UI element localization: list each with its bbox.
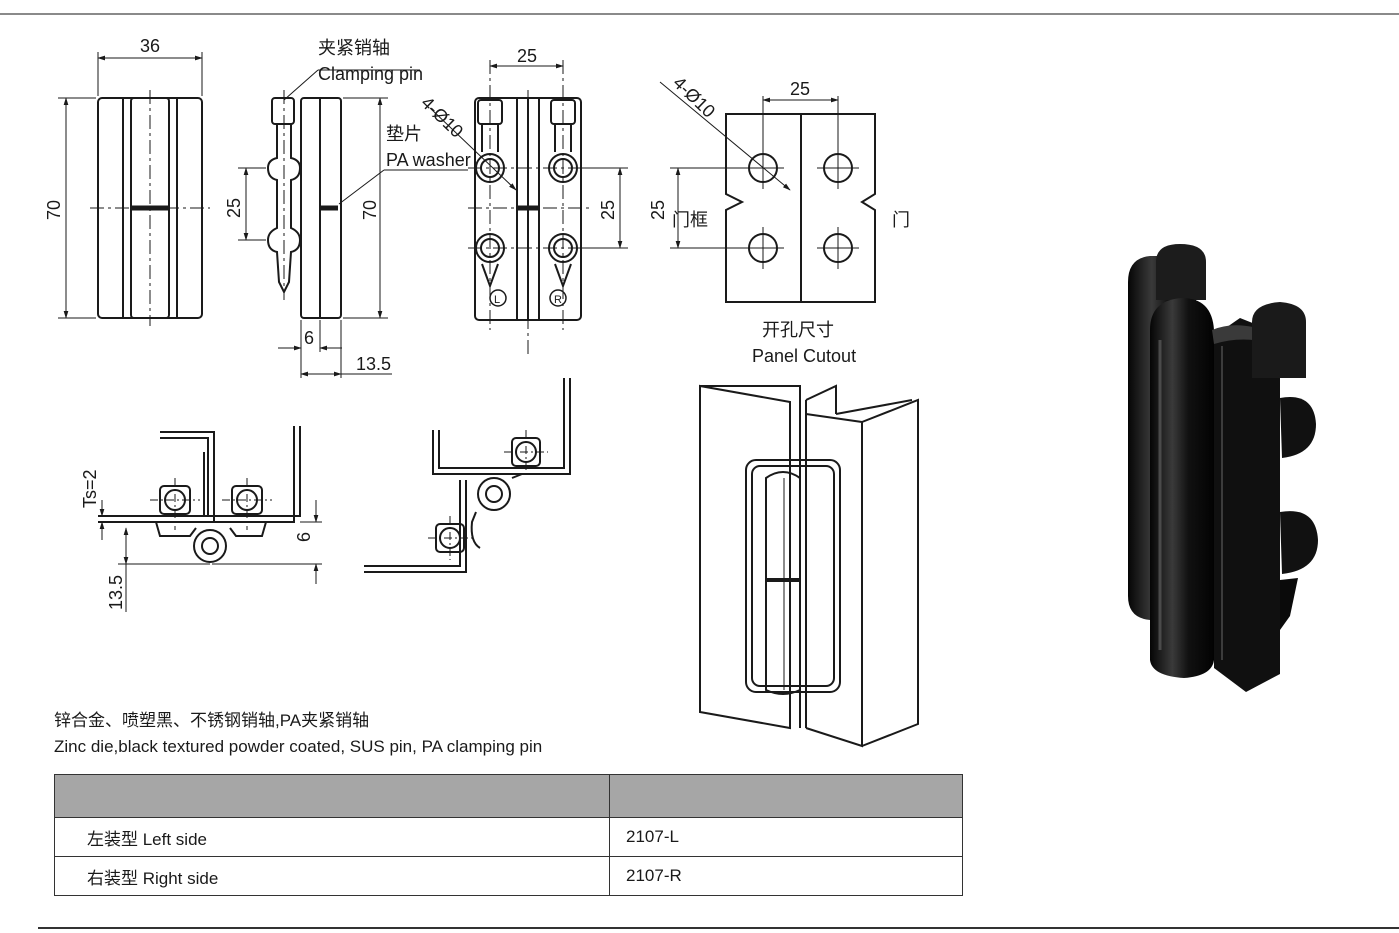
dim-cutout-width-25: 25 xyxy=(790,79,810,99)
dim-back-25-holes: 25 xyxy=(598,200,618,220)
table-row: 右装型 Right side 2107-R xyxy=(54,856,963,896)
material-description: 锌合金、喷塑黑、不锈钢销轴,PA夹紧销轴 Zinc die,black text… xyxy=(54,708,542,760)
hinge-isometric-view xyxy=(699,384,919,748)
dim-back-25-top: 25 xyxy=(517,46,537,66)
back-view xyxy=(429,60,628,356)
table-header-row xyxy=(54,774,963,818)
hole-spec-cutout: 4-Ø10 xyxy=(669,72,719,121)
door-label: 门 xyxy=(892,210,910,230)
hinge-product-photo xyxy=(1128,244,1318,692)
panel-cutout xyxy=(659,81,876,303)
material-text-cn: 锌合金、喷塑黑、不锈钢销轴,PA夹紧销轴 xyxy=(54,711,370,730)
mark-right: R xyxy=(554,294,562,306)
side-view xyxy=(238,69,468,378)
table-header-cell xyxy=(54,774,610,818)
dim-offset-6: 6 xyxy=(304,328,314,348)
top-rule xyxy=(0,13,1399,15)
dim-depth-13-5: 13.5 xyxy=(356,354,391,374)
cutout-label-cn: 开孔尺寸 xyxy=(762,320,834,340)
variant-label: 右装型 Right side xyxy=(54,856,610,896)
washer-label-cn: 垫片 xyxy=(386,124,422,144)
dim-pin-25: 25 xyxy=(224,198,244,218)
door-frame-label: 门框 xyxy=(672,210,708,230)
hole-spec-back: 4-Ø10 xyxy=(417,92,467,141)
mark-left: L xyxy=(494,294,500,306)
model-code: 2107-R xyxy=(609,856,963,896)
material-text-en: Zinc die,black textured powder coated, S… xyxy=(54,737,543,756)
clamping-pin-label-en: Clamping pin xyxy=(318,64,423,84)
dim-thickness-ts: Ts=2 xyxy=(80,469,100,508)
clamping-pin-label-cn: 夹紧销轴 xyxy=(318,38,390,58)
variant-label: 左装型 Left side xyxy=(54,817,610,857)
section-flat xyxy=(98,426,322,612)
section-open xyxy=(364,378,571,573)
dim-section-6: 6 xyxy=(294,532,314,542)
front-view xyxy=(58,52,210,326)
dim-height-70-front: 70 xyxy=(44,200,64,220)
model-table: 左装型 Left side 2107-L 右装型 Right side 2107… xyxy=(54,774,963,896)
cutout-label-en: Panel Cutout xyxy=(752,346,856,366)
dim-section-13-5: 13.5 xyxy=(106,575,126,610)
dim-height-70-side: 70 xyxy=(360,200,380,220)
table-row: 左装型 Left side 2107-L xyxy=(54,817,963,857)
dim-width-36: 36 xyxy=(140,36,160,56)
model-code: 2107-L xyxy=(609,817,963,857)
bottom-rule xyxy=(38,927,1399,929)
washer-label-en: PA washer xyxy=(386,150,471,170)
table-header-cell xyxy=(609,774,963,818)
dim-cutout-height-25: 25 xyxy=(648,200,668,220)
